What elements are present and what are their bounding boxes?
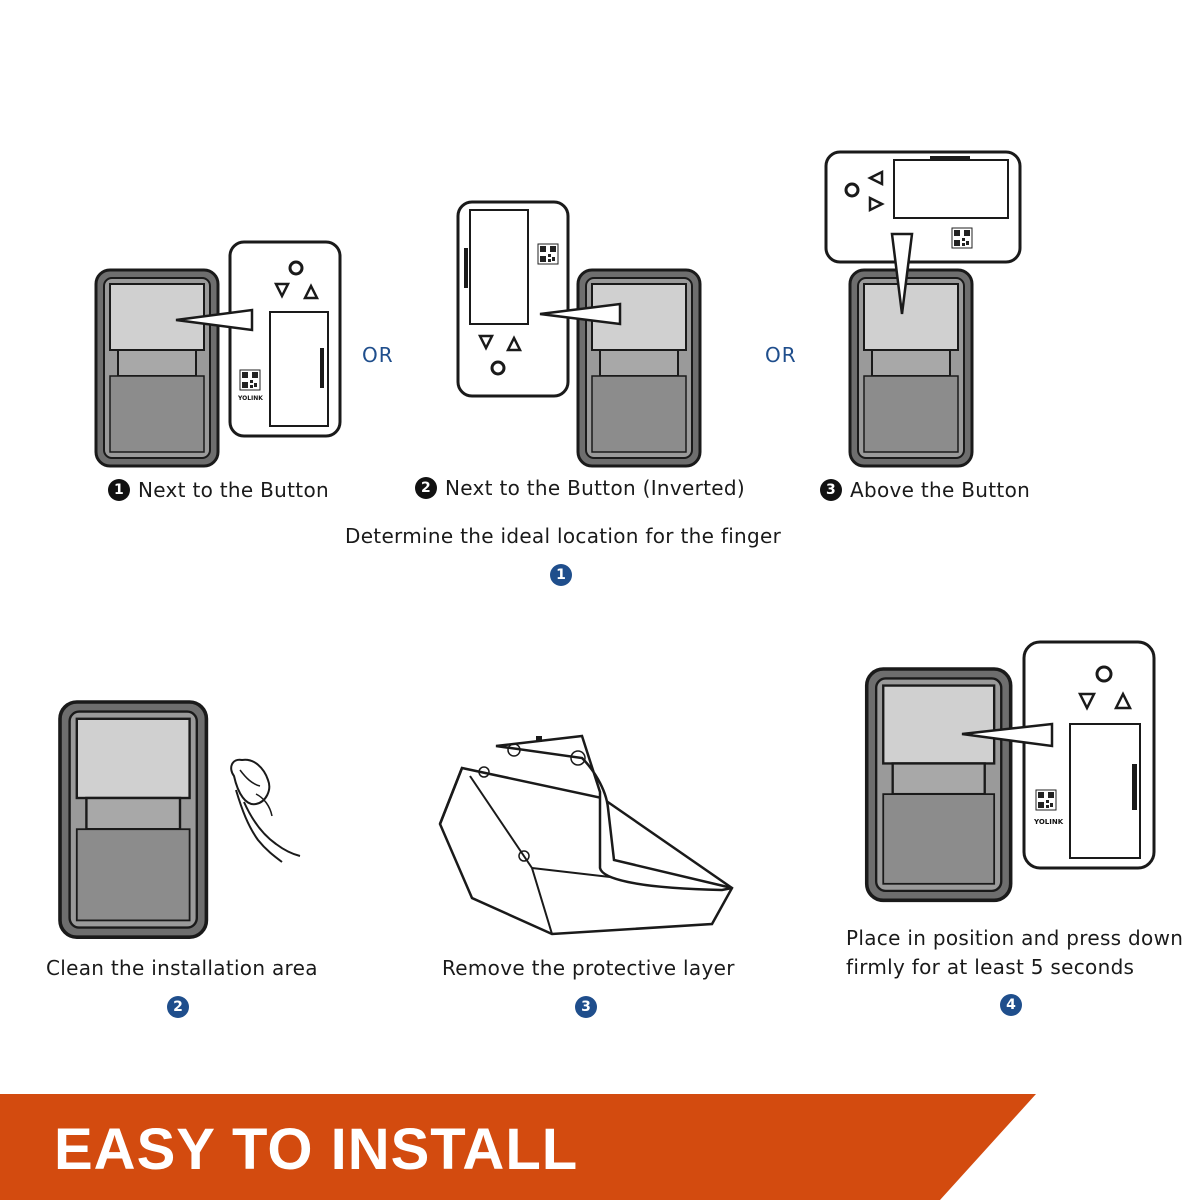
step-4-illustration: YOLINK: [864, 640, 1156, 903]
step-2-caption: Clean the installation area: [46, 956, 318, 980]
or-label-2: OR: [765, 343, 797, 367]
option-3-label: Above the Button: [850, 478, 1031, 502]
step-4-number: 4: [1000, 994, 1022, 1016]
brand-text-2: YOLINK: [1033, 818, 1064, 826]
step-3-caption: Remove the protective layer: [442, 956, 735, 980]
option-2-caption: 2 Next to the Button (Inverted): [415, 476, 745, 500]
step-2-number: 2: [167, 996, 189, 1018]
or-label-1: OR: [362, 343, 394, 367]
brand-text: YOLINK: [237, 395, 263, 402]
option-1-number: 1: [108, 479, 130, 501]
option-2-label: Next to the Button (Inverted): [445, 476, 745, 500]
step-2-illustration: [58, 700, 301, 940]
option-3-number: 3: [820, 479, 842, 501]
option-1-label: Next to the Button: [138, 478, 329, 502]
option-1-illustration: YOLINK: [94, 240, 342, 468]
step-4-caption-line1: Place in position and press down: [846, 926, 1184, 950]
banner-title: EASY TO INSTALL: [54, 1117, 579, 1182]
banner-background: [0, 1094, 1036, 1200]
option-2-illustration: [456, 200, 702, 468]
step-3-illustration: [438, 734, 734, 936]
option-3-caption: 3 Above the Button: [820, 478, 1030, 502]
step-4-caption-line2: firmly for at least 5 seconds: [846, 955, 1135, 979]
step-1-number: 1: [550, 564, 572, 586]
option-1-caption: 1 Next to the Button: [108, 478, 329, 502]
option-2-number: 2: [415, 477, 437, 499]
option-3-illustration: [824, 150, 1022, 468]
step-3-number: 3: [575, 996, 597, 1018]
step-1-title: Determine the ideal location for the fin…: [345, 524, 782, 548]
